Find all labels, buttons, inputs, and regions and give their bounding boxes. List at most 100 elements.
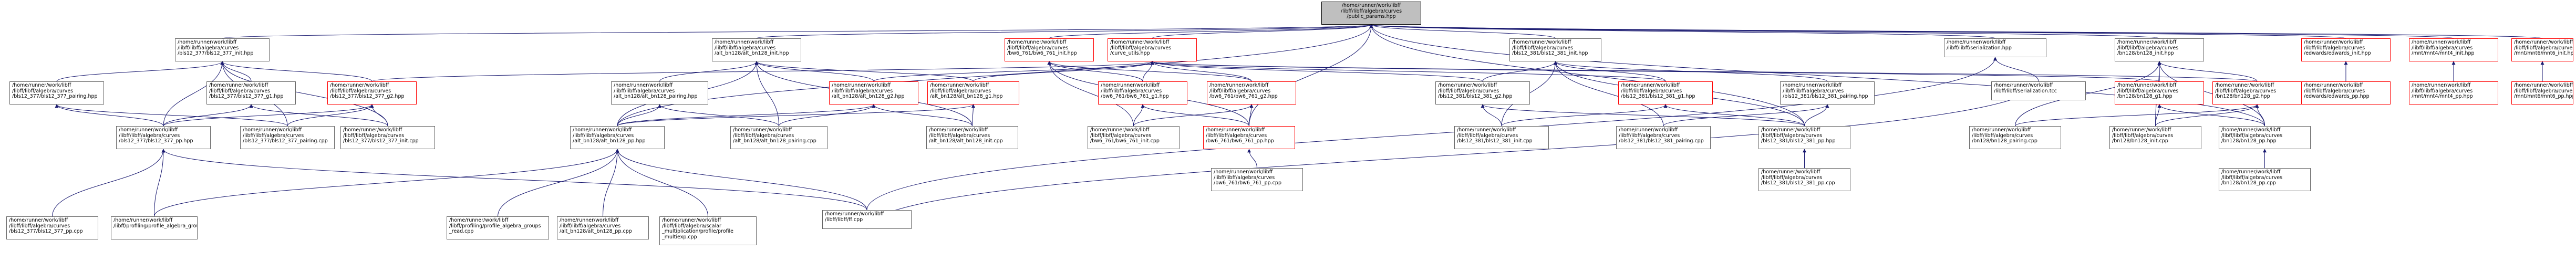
graph-node-a4[interactable]: /home/runner/work/libff/libff/libff/alge… bbox=[206, 81, 296, 105]
node-label-line: /libff/libff/serialization.tcc bbox=[1994, 88, 2057, 94]
graph-node-n9[interactable]: /home/runner/work/libff/libff/libff/alge… bbox=[2409, 38, 2498, 61]
node-label-line: /bls12_377/bls12_377_pp.hpp bbox=[119, 138, 193, 144]
graph-edge bbox=[1047, 61, 1134, 127]
graph-edge bbox=[55, 104, 164, 127]
graph-node-n5[interactable]: /home/runner/work/libff/libff/libff/alge… bbox=[1509, 38, 1601, 61]
graph-node-n1[interactable]: /home/runner/work/libff/libff/libff/alge… bbox=[2115, 38, 2204, 61]
graph-node-e6[interactable]: /home/runner/work/libff/libff/libff/alge… bbox=[2219, 168, 2311, 191]
node-label-line: /bls12_381/bls12_381_init.cpp bbox=[1457, 138, 1533, 144]
graph-node-b2[interactable]: /home/runner/work/libff/libff/libff/alge… bbox=[927, 81, 1019, 105]
graph-node-e1[interactable]: /home/runner/work/libff/libff/libff/alge… bbox=[2115, 81, 2204, 105]
graph-node-a3[interactable]: /home/runner/work/libff/libff/libff/alge… bbox=[9, 81, 104, 105]
graph-node-a6[interactable]: /home/runner/work/libff/libff/libff/alge… bbox=[240, 126, 335, 149]
graph-node-root[interactable]: /home/runner/work/libff/libff/libff/alge… bbox=[1321, 2, 1421, 25]
graph-edge bbox=[866, 57, 1997, 211]
node-label-line: _multiplication/profile/profile bbox=[662, 228, 733, 234]
graph-edge bbox=[1481, 104, 1805, 127]
node-label-line: /bn128/bn128_g2.hpp bbox=[2215, 93, 2270, 99]
node-label-line: /libff/libff/algebra/curves bbox=[243, 132, 304, 139]
node-label-line: /libff/libff/algebra/curves bbox=[2412, 45, 2473, 51]
graph-node-c4[interactable]: /home/runner/work/libff/libff/libff/alge… bbox=[1203, 126, 1295, 149]
node-label-line: /bls12_381/bls12_381_g2.hpp bbox=[1438, 93, 1513, 99]
graph-node-b6[interactable]: /home/runner/work/libff/libff/libff/alge… bbox=[926, 126, 1018, 149]
node-label-line: /home/runner/work/libff bbox=[2215, 82, 2274, 88]
graph-node-a9[interactable]: /home/runner/work/libff/libff/profiling/… bbox=[111, 216, 198, 239]
graph-node-g1[interactable]: /home/runner/work/libff/libff/libff/alge… bbox=[2301, 81, 2391, 105]
graph-node-e4[interactable]: /home/runner/work/libff/libff/libff/alge… bbox=[2109, 126, 2201, 149]
graph-node-n2[interactable]: /home/runner/work/libff/libff/libff/alge… bbox=[712, 38, 801, 61]
graph-node-c3[interactable]: /home/runner/work/libff/libff/libff/alge… bbox=[1088, 126, 1180, 149]
node-label-line: /home/runner/work/libff bbox=[1512, 39, 1571, 45]
graph-node-n7[interactable]: /home/runner/work/libff/libff/libff/seri… bbox=[1944, 38, 2046, 57]
graph-node-a8[interactable]: /home/runner/work/libff/libff/libff/alge… bbox=[6, 216, 98, 239]
graph-edge bbox=[615, 149, 708, 217]
node-label-line: /home/runner/work/libff bbox=[1619, 127, 1678, 133]
graph-edge bbox=[1150, 61, 1483, 82]
graph-node-a5[interactable]: /home/runner/work/libff/libff/libff/alge… bbox=[116, 126, 211, 149]
graph-edge bbox=[973, 61, 1154, 82]
node-label-line: /home/runner/work/libff bbox=[614, 82, 673, 88]
graph-node-n4[interactable]: /home/runner/work/libff/libff/libff/alge… bbox=[1108, 38, 1197, 61]
graph-node-n3[interactable]: /home/runner/work/libff/libff/libff/alge… bbox=[1005, 38, 1094, 61]
node-label-line: /libff/libff/algebra/curves bbox=[1619, 132, 1680, 139]
graph-node-b7[interactable]: /home/runner/work/libff/libff/profiling/… bbox=[447, 216, 549, 239]
graph-edge bbox=[163, 61, 224, 127]
graph-edge bbox=[1804, 104, 1829, 127]
graph-node-d7[interactable]: /home/runner/work/libff/libff/libff/alge… bbox=[1758, 168, 1850, 191]
graph-edge bbox=[2157, 61, 2265, 127]
graph-node-d2[interactable]: /home/runner/work/libff/libff/libff/alge… bbox=[1618, 81, 1713, 105]
graph-node-d4[interactable]: /home/runner/work/libff/libff/libff/alge… bbox=[1454, 126, 1549, 149]
graph-node-b3[interactable]: /home/runner/work/libff/libff/libff/alge… bbox=[611, 81, 708, 105]
node-label-line: /alt_bn128/alt_bn128_g1.hpp bbox=[930, 93, 1003, 99]
node-label-line: /libff/libff/algebra/curves bbox=[733, 132, 794, 139]
node-label-line: /libff/libff/algebra/curves bbox=[1110, 45, 1172, 51]
node-label-line: /libff/libff/algebra/curves bbox=[1007, 45, 1069, 51]
node-label-line: /home/runner/work/libff bbox=[733, 127, 792, 133]
node-label-line: /bn128/bn128_init.hpp bbox=[2117, 50, 2174, 56]
graph-node-d1[interactable]: /home/runner/work/libff/libff/libff/alge… bbox=[1435, 81, 1530, 105]
node-label-line: /libff/libff/algebra/curves bbox=[1972, 132, 2033, 139]
graph-edge bbox=[1133, 104, 1254, 127]
node-label-line: /home/runner/work/libff bbox=[1214, 169, 1273, 175]
graph-node-d3[interactable]: /home/runner/work/libff/libff/libff/alge… bbox=[1780, 81, 1875, 105]
node-label-line: /libff/libff/algebra/curves bbox=[1621, 88, 1682, 94]
graph-node-b8[interactable]: /home/runner/work/libff/libff/libff/alge… bbox=[557, 216, 649, 239]
graph-node-a2[interactable]: /home/runner/work/libff/libff/libff/alge… bbox=[327, 81, 417, 105]
node-label-line: /bls12_377/bls12_377_pairing.hpp bbox=[12, 93, 98, 99]
node-label-line: _read.cpp bbox=[449, 228, 474, 234]
graph-node-c2[interactable]: /home/runner/work/libff/libff/libff/alge… bbox=[1207, 81, 1296, 105]
graph-node-e5[interactable]: /home/runner/work/libff/libff/libff/alge… bbox=[2219, 126, 2311, 149]
graph-node-c1[interactable]: /home/runner/work/libff/libff/libff/alge… bbox=[1098, 81, 1187, 105]
node-label-line: /home/runner/work/libff bbox=[1972, 127, 2031, 133]
graph-node-b5[interactable]: /home/runner/work/libff/libff/libff/alge… bbox=[730, 126, 827, 149]
graph-node-a1[interactable]: /home/runner/work/libff/libff/libff/alge… bbox=[175, 38, 270, 61]
graph-edge bbox=[1152, 24, 1373, 39]
graph-node-d6[interactable]: /home/runner/work/libff/libff/libff/alge… bbox=[1758, 126, 1850, 149]
node-label-line: /libff/libff/algebra/curves bbox=[1783, 88, 1844, 94]
node-label-line: /alt_bn128/alt_bn128_pp.cpp bbox=[560, 228, 632, 234]
graph-node-b1[interactable]: /home/runner/work/libff/libff/libff/alge… bbox=[829, 81, 918, 105]
graph-node-g2[interactable]: /home/runner/work/libff/libff/libff/alge… bbox=[2409, 81, 2498, 105]
graph-node-e3[interactable]: /home/runner/work/libff/libff/libff/alge… bbox=[1969, 126, 2061, 149]
graph-node-n8[interactable]: /home/runner/work/libff/libff/libff/alge… bbox=[2301, 38, 2391, 61]
graph-node-f1[interactable]: /home/runner/work/libff/libff/libff/seri… bbox=[1991, 81, 2086, 100]
graph-node-f2[interactable]: /home/runner/work/libff/libff/libff/ff.c… bbox=[822, 210, 912, 229]
graph-node-n10[interactable]: /home/runner/work/libff/libff/libff/alge… bbox=[2511, 38, 2573, 61]
node-label-line: /libff/profiling/profile_algebra_groups bbox=[449, 223, 541, 229]
graph-node-a7[interactable]: /home/runner/work/libff/libff/libff/alge… bbox=[340, 126, 435, 149]
node-label-line: /alt_bn128/alt_bn128_pairing.cpp bbox=[733, 138, 816, 144]
graph-node-b9[interactable]: /home/runner/work/libff/libff/libff/alge… bbox=[659, 216, 757, 245]
graph-node-c5[interactable]: /home/runner/work/libff/libff/libff/alge… bbox=[1211, 168, 1303, 191]
node-label-line: /home/runner/work/libff bbox=[1341, 3, 1401, 8]
graph-edge bbox=[2157, 61, 2258, 82]
graph-node-e2[interactable]: /home/runner/work/libff/libff/libff/alge… bbox=[2212, 81, 2302, 105]
graph-edge bbox=[1663, 104, 1805, 127]
node-label-line: /curve_utils.hpp bbox=[1110, 50, 1150, 56]
node-label-line: /libff/libff/algebra/curves bbox=[119, 132, 180, 139]
node-label-line: /libff/libff/algebra/curves bbox=[12, 88, 74, 94]
graph-node-g3[interactable]: /home/runner/work/libff/libff/libff/alge… bbox=[2511, 81, 2573, 105]
graph-node-b4[interactable]: /home/runner/work/libff/libff/libff/alge… bbox=[570, 126, 665, 149]
graph-node-d5[interactable]: /home/runner/work/libff/libff/libff/alge… bbox=[1616, 126, 1711, 149]
